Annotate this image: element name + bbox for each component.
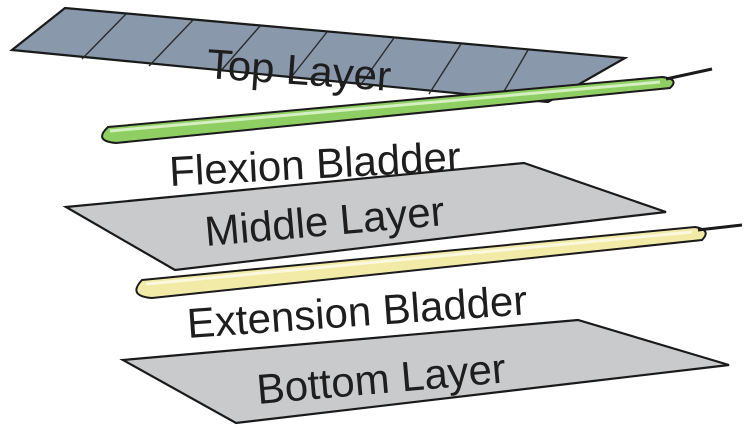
bottom-layer-plate <box>119 318 730 425</box>
top-layer-plate <box>9 6 629 104</box>
middle-layer-plate <box>62 161 667 272</box>
bottom-layer: Bottom Layer <box>119 318 730 425</box>
middle-layer: Middle Layer <box>62 161 667 272</box>
flexion-bladder-highlight <box>109 80 661 133</box>
flexion-bladder-tube <box>665 67 713 81</box>
extension-bladder-tube <box>697 223 743 232</box>
top-layer-stripes <box>81 13 529 101</box>
extension-bladder-highlight <box>145 230 693 286</box>
extension-bladder: Extension Bladder <box>135 223 743 347</box>
